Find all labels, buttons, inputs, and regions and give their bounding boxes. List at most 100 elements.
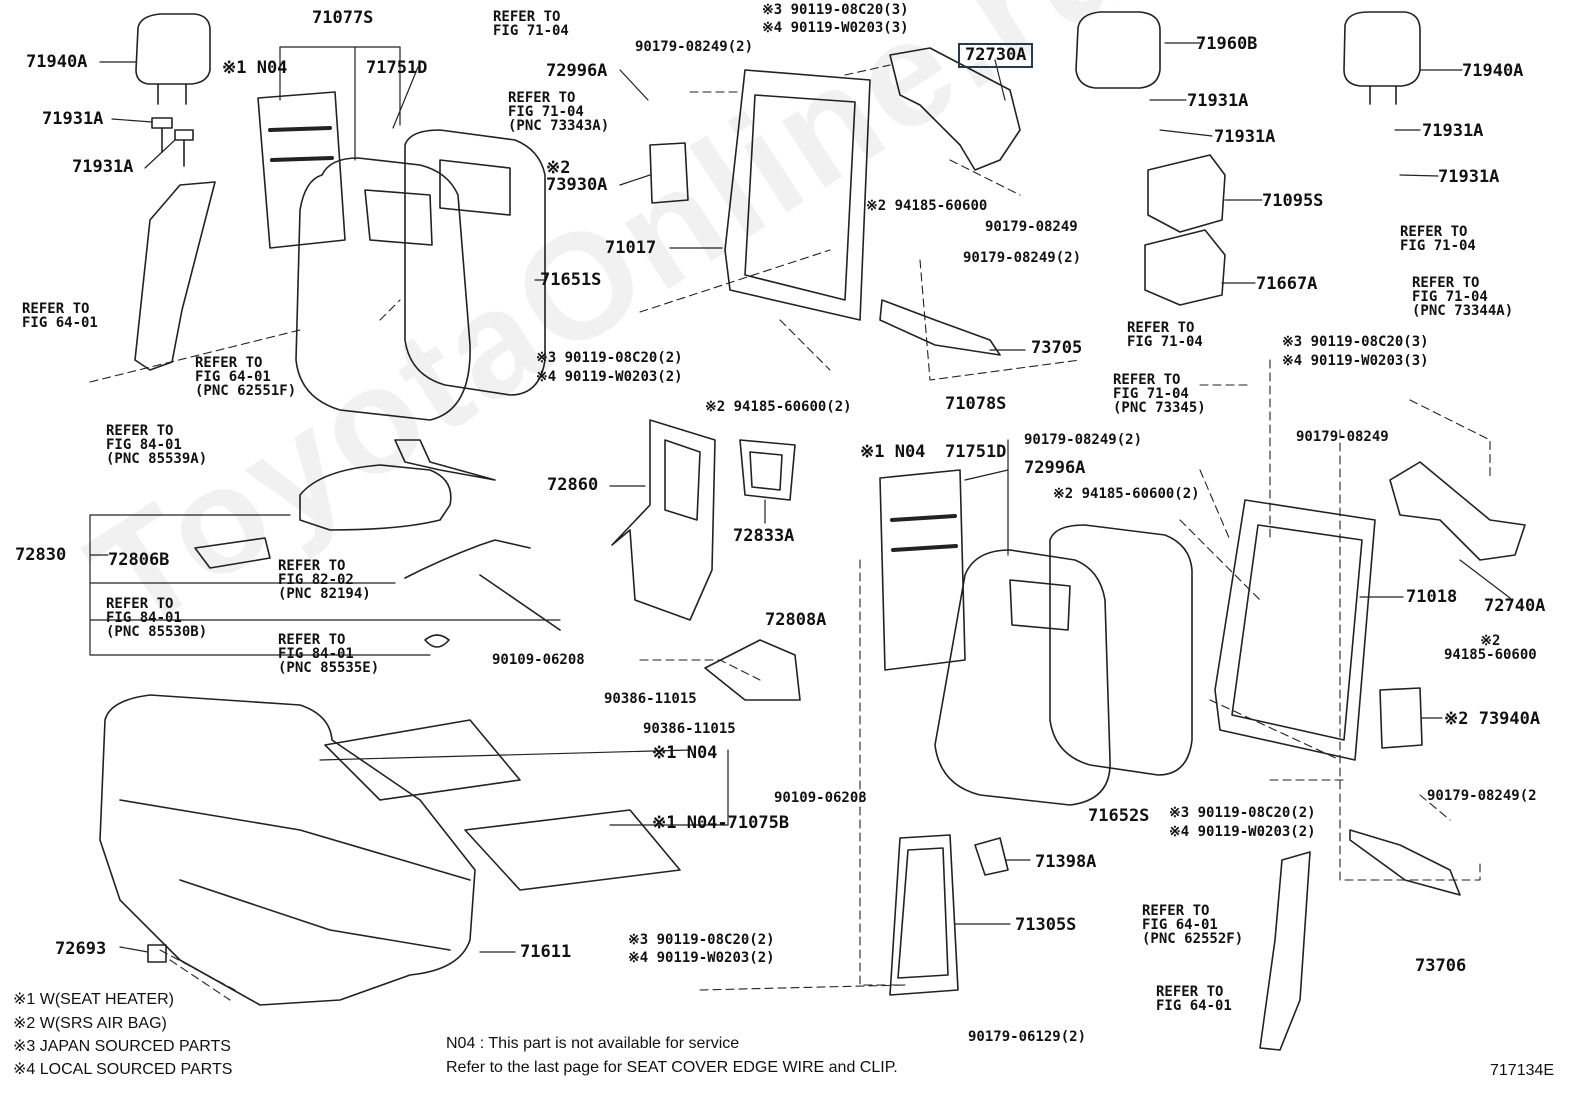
ref-fig-64-01-a[interactable]: REFER TO FIG 64-01 <box>22 301 98 331</box>
pnc-71018[interactable]: 71018 <box>1406 587 1458 607</box>
pnc-90179-08249-r[interactable]: 90179-08249 <box>1296 429 1389 445</box>
side-airbag-left <box>649 142 689 204</box>
pnc-71931A-left-2[interactable]: 71931A <box>72 157 134 177</box>
note-w0203-2a: ※4 90119-W0203(2) <box>536 369 683 385</box>
ref-fig-84-01-b[interactable]: REFER TO FIG 84-01 (PNC 85530B) <box>106 596 208 640</box>
pnc-71017[interactable]: 71017 <box>605 238 657 258</box>
seatback-cover-right <box>934 549 1111 806</box>
pnc-72996A-b[interactable]: 72996A <box>1024 458 1086 478</box>
note-08c20-3a: ※3 90119-08C20(3) <box>762 2 909 18</box>
ref-fig-84-01-a[interactable]: REFER TO FIG 84-01 (PNC 85539A) <box>106 423 208 467</box>
pnc-71305S[interactable]: 71305S <box>1015 915 1077 935</box>
headrest-right <box>1343 11 1421 87</box>
note-08c20-2a: ※3 90119-08C20(2) <box>536 350 683 366</box>
wire-harness <box>404 539 561 631</box>
ref-fig-71-04-b[interactable]: REFER TO FIG 71-04 (PNC 73343A) <box>508 90 610 134</box>
pnc-90109-06208-a[interactable]: 90109-06208 <box>492 652 585 668</box>
armrest-72830 <box>299 464 452 531</box>
dashed-lines <box>89 64 1491 1001</box>
pnc-72996A-a[interactable]: 72996A <box>546 61 608 81</box>
pnc-72730A-highlighted[interactable]: 72730A <box>958 43 1034 68</box>
seatback-cover-left <box>295 157 471 421</box>
note-n04-71075B[interactable]: ※1 N04-71075B <box>652 813 790 833</box>
pnc-71931A-right-2[interactable]: 71931A <box>1438 167 1500 187</box>
headrest-guides-left <box>151 117 194 167</box>
ref-fig-64-01-c[interactable]: REFER TO FIG 64-01 (PNC 62552F) <box>1142 903 1244 947</box>
pnc-71931A-center-2[interactable]: 71931A <box>1214 127 1276 147</box>
pnc-72806B[interactable]: 72806B <box>108 550 170 570</box>
pnc-72693[interactable]: 72693 <box>55 939 107 959</box>
note-73940A[interactable]: ※2 73940A <box>1444 709 1541 729</box>
pnc-73705[interactable]: 73705 <box>1031 338 1083 358</box>
ref-fig-71-04-d[interactable]: REFER TO FIG 71-04 (PNC 73344A) <box>1412 275 1514 319</box>
heater-mat-upper-right <box>879 469 966 671</box>
pnc-90179-08249-2b[interactable]: 90179-08249(2) <box>963 250 1082 266</box>
ref-fig-82-02[interactable]: REFER TO FIG 82-02 (PNC 82194) <box>278 558 371 602</box>
pnc-71095S[interactable]: 71095S <box>1262 191 1324 211</box>
pnc-90109-06208-b[interactable]: 90109-06208 <box>774 790 867 806</box>
pnc-71931A-left-1[interactable]: 71931A <box>42 109 104 129</box>
side-cover-right <box>1259 851 1311 1051</box>
pnc-90179-08249-2d[interactable]: 90179-08249(2 <box>1427 788 1537 804</box>
note-w0203-3b: ※4 90119-W0203(3) <box>1282 353 1429 369</box>
ref-fig-71-04-a[interactable]: REFER TO FIG 71-04 <box>493 9 569 39</box>
pnc-72808A[interactable]: 72808A <box>765 610 827 630</box>
note-08c20-2c: ※3 90119-08C20(2) <box>628 932 775 948</box>
pnc-90386-11015-a[interactable]: 90386-11015 <box>604 691 697 707</box>
pnc-71611[interactable]: 71611 <box>520 942 572 962</box>
side-airbag-right <box>1379 687 1423 749</box>
heater-mat-cushion-2 <box>464 809 681 891</box>
legend-item-2: ※2 W(SRS AIR BAG) <box>13 1015 167 1032</box>
cushion-71611 <box>99 694 476 1006</box>
pnc-71077S[interactable]: 71077S <box>312 8 374 28</box>
pnc-71940A-right[interactable]: 71940A <box>1462 61 1524 81</box>
pnc-90179-08249-a[interactable]: 90179-08249 <box>985 219 1078 235</box>
pnc-71960B[interactable]: 71960B <box>1196 34 1258 54</box>
hinge-72808A <box>704 639 801 701</box>
footnote-edge-wire: Refer to the last page for SEAT COVER ED… <box>446 1059 898 1076</box>
pnc-73706[interactable]: 73706 <box>1415 956 1467 976</box>
pnc-71652S[interactable]: 71652S <box>1088 806 1150 826</box>
pnc-71398A[interactable]: 71398A <box>1035 852 1097 872</box>
pnc-71751D-a[interactable]: 71751D <box>366 58 428 78</box>
note-w0203-3a: ※4 90119-W0203(3) <box>762 20 909 36</box>
ref-fig-64-01-d[interactable]: REFER TO FIG 64-01 <box>1156 984 1232 1014</box>
pnc-72833A[interactable]: 72833A <box>733 526 795 546</box>
note-73930A[interactable]: ※2 73930A <box>546 158 608 195</box>
bracket-73705 <box>879 299 1001 356</box>
pnc-72740A[interactable]: 72740A <box>1484 596 1546 616</box>
armrest-pad-71667A <box>1144 229 1226 306</box>
pnc-90386-11015-b[interactable]: 90386-11015 <box>643 721 736 737</box>
pnc-72830[interactable]: 72830 <box>15 545 67 565</box>
note-n04-b: ※1 N04 <box>860 442 926 462</box>
note-94185-r: ※2 94185-60600 <box>1444 633 1537 663</box>
clip-71398A <box>974 837 1009 876</box>
ref-fig-71-04-c[interactable]: REFER TO FIG 71-04 <box>1400 224 1476 254</box>
pnc-72860[interactable]: 72860 <box>547 475 599 495</box>
pnc-71667A[interactable]: 71667A <box>1256 274 1318 294</box>
seatback-pad-right <box>1049 524 1193 776</box>
ref-fig-84-01-c[interactable]: REFER TO FIG 84-01 (PNC 85535E) <box>278 632 380 676</box>
headrest-center <box>1075 11 1161 89</box>
pnc-71078S[interactable]: 71078S <box>945 394 1007 414</box>
ref-fig-71-04-f[interactable]: REFER TO FIG 71-04 (PNC 73345) <box>1113 372 1206 416</box>
pnc-90179-08249-2c[interactable]: 90179-08249(2) <box>1024 432 1143 448</box>
seatback-lock-72730A <box>889 47 1021 171</box>
pnc-71931A-center-1[interactable]: 71931A <box>1187 91 1249 111</box>
pnc-71940A-left[interactable]: 71940A <box>26 52 88 72</box>
note-08c20-2b: ※3 90119-08C20(2) <box>1169 805 1316 821</box>
pnc-71751D-b[interactable]: 71751D <box>945 442 1007 462</box>
ref-fig-64-01-b[interactable]: REFER TO FIG 64-01 (PNC 62551F) <box>195 355 297 399</box>
note-n04-a: ※1 N04 <box>222 58 288 78</box>
pnc-71931A-right-1[interactable]: 71931A <box>1422 121 1484 141</box>
pnc-90179-08249-2a[interactable]: 90179-08249(2) <box>635 39 754 55</box>
seatback-frame-left <box>724 69 871 321</box>
frame-71305S <box>889 834 959 996</box>
pnc-90179-06129[interactable]: 90179-06129(2) <box>968 1029 1087 1045</box>
pnc-71651S[interactable]: 71651S <box>540 270 602 290</box>
ref-fig-71-04-e[interactable]: REFER TO FIG 71-04 <box>1127 320 1203 350</box>
note-w0203-2c: ※4 90119-W0203(2) <box>628 950 775 966</box>
trim-72833A <box>739 439 796 501</box>
figure-code: 717134E <box>1490 1062 1555 1079</box>
